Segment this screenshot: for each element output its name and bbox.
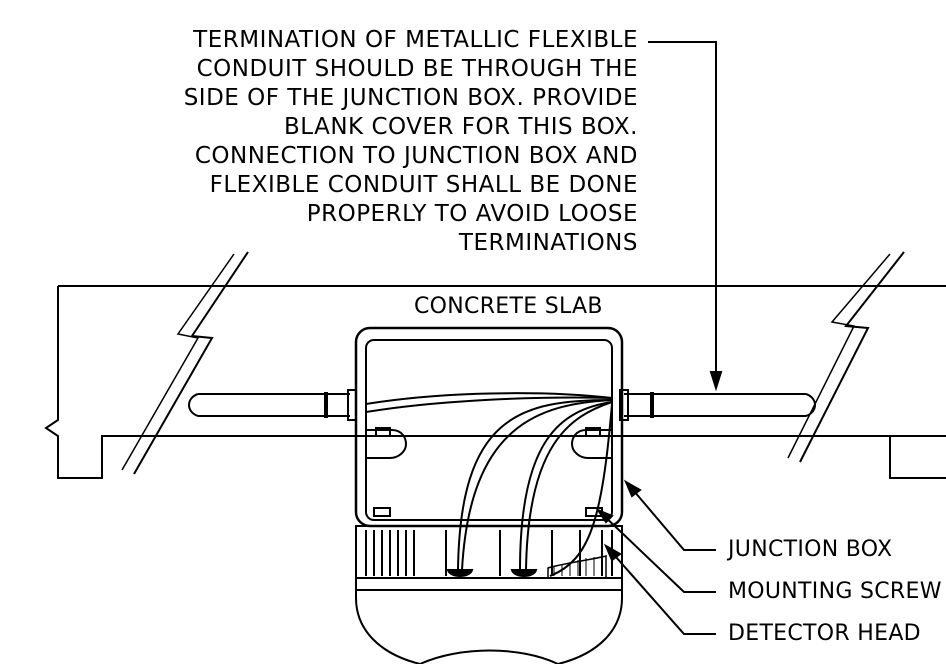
note-leader	[648, 41, 723, 392]
conduit-right	[619, 389, 816, 421]
note-line: TERMINATIONS	[458, 230, 638, 256]
detector-head-leader	[603, 543, 716, 635]
note-line: TERMINATION OF METALLIC FLEXIBLE	[193, 27, 638, 53]
break-line-right	[787, 251, 905, 463]
note-line: CONNECTION TO JUNCTION BOX AND	[194, 143, 638, 169]
break-line-left	[121, 251, 249, 475]
junction-box-label: JUNCTION BOX	[728, 537, 893, 562]
note-line: SIDE OF THE JUNCTION BOX. PROVIDE	[183, 85, 638, 111]
detector-head-label: DETECTOR HEAD	[728, 621, 921, 646]
note-line: PROPERLY TO AVOID LOOSE	[306, 201, 638, 227]
concrete-slab-label: CONCRETE SLAB	[414, 294, 603, 319]
junction-box	[354, 326, 624, 528]
note-line: BLANK COVER FOR THIS BOX.	[283, 114, 638, 140]
junction-box-leader	[623, 479, 716, 551]
concrete-slab	[44, 285, 946, 479]
wires	[365, 392, 613, 577]
mounting-screw-leader	[595, 507, 716, 593]
note-line: FLEXIBLE CONDUIT SHALL BE DONE	[209, 172, 638, 198]
installation-note: TERMINATION OF METALLIC FLEXIBLE CONDUIT…	[18, 26, 638, 258]
conduit-left	[188, 389, 357, 421]
mounting-screw-label: MOUNTING SCREW	[728, 579, 942, 604]
note-line: CONDUIT SHOULD BE THROUGH THE	[196, 56, 638, 82]
detector-head	[355, 525, 623, 664]
